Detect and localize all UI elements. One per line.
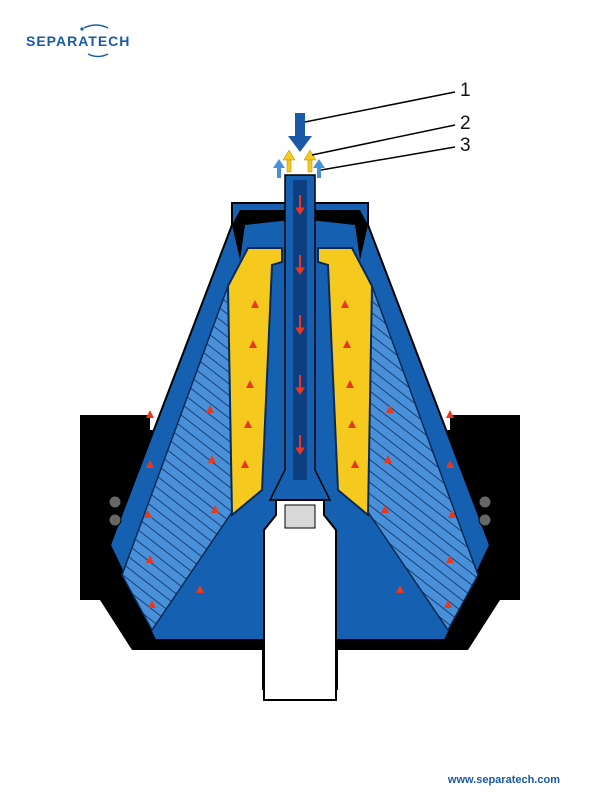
flow-arrows-heavy	[144, 405, 456, 608]
light-phase-left	[226, 247, 283, 518]
spindle	[263, 499, 337, 701]
light-phase-right	[317, 247, 374, 518]
heavy-outlet-arrows	[273, 159, 325, 178]
inlet-arrow	[288, 113, 312, 152]
brand-name: SEPARATECH	[26, 33, 131, 49]
website-link[interactable]: www.separatech.com	[447, 774, 560, 786]
leader-lines	[304, 91, 456, 171]
label-1: 1	[460, 80, 471, 101]
label-2: 2	[460, 113, 471, 134]
flow-arrows-feed	[295, 195, 305, 455]
flow-arrows-light	[241, 300, 359, 468]
light-outlet-arrows	[282, 149, 317, 173]
separatech-logo	[80, 24, 109, 58]
bearing-left	[108, 495, 122, 527]
bearing-right	[478, 495, 492, 527]
label-3: 3	[460, 135, 471, 156]
